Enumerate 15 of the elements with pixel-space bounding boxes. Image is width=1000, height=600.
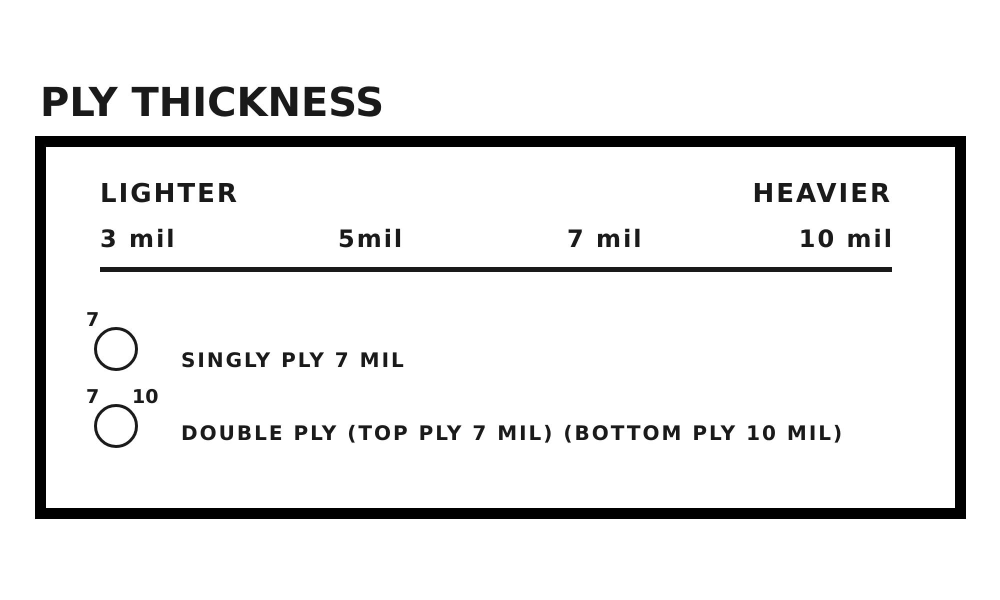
- diagram-title: PLY THICKNESS: [40, 80, 384, 126]
- scale-end-label: HEAVIER: [752, 179, 892, 209]
- thickness-number: 7: [86, 386, 100, 408]
- thickness-number: 10: [132, 386, 158, 408]
- frame-box: [35, 136, 966, 519]
- thickness-number: 7: [86, 309, 100, 331]
- circle-symbol: [94, 327, 138, 371]
- scale-end-label: LIGHTER: [100, 179, 239, 209]
- legend-description: SINGLY PLY 7 MIL: [181, 348, 406, 372]
- thickness-value: 7 mil: [567, 225, 644, 253]
- thickness-value: 10 mil: [798, 225, 894, 253]
- legend-description: DOUBLE PLY (TOP PLY 7 MIL) (BOTTOM PLY 10 MIL): [181, 421, 844, 445]
- thickness-value: 3 mil: [100, 225, 177, 253]
- circle-symbol: [94, 404, 138, 448]
- thickness-value: 5mil: [338, 225, 404, 253]
